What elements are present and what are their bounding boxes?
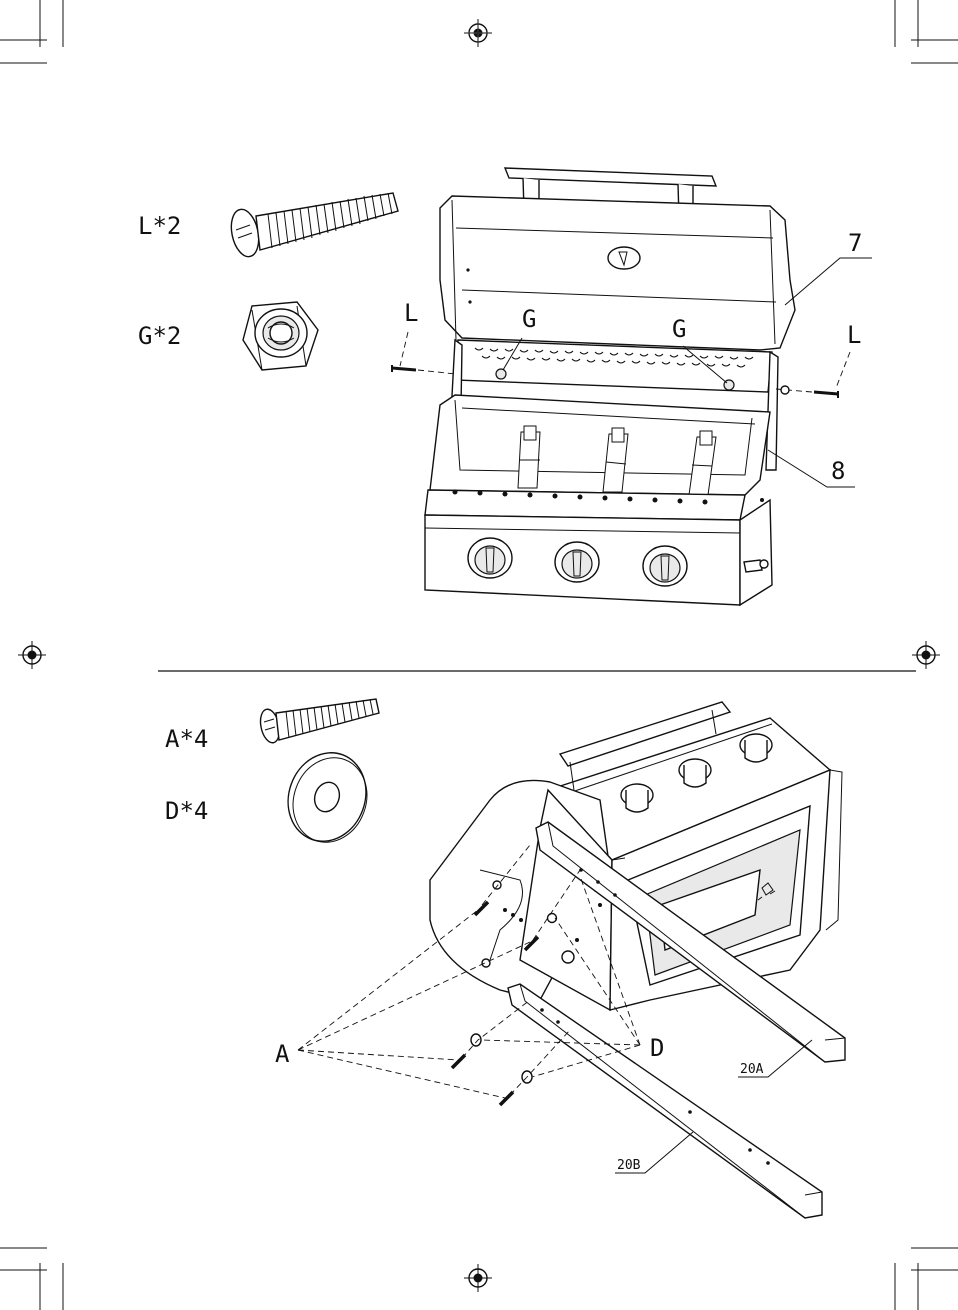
washer-D	[471, 1034, 532, 1083]
grill-head-inverted	[430, 702, 842, 1010]
callout-G-right: G	[672, 315, 686, 343]
lock-nut-icon	[243, 302, 318, 370]
bolt-L-left	[392, 365, 456, 374]
callout-G-left: G	[522, 305, 536, 333]
part-label-D: D*4	[165, 797, 208, 825]
registration-mark-bottom	[464, 1264, 492, 1292]
bolt-L-right	[776, 386, 838, 398]
part-label-L: L*2	[138, 212, 181, 240]
part-label-G: G*2	[138, 322, 181, 350]
control-knob-right	[643, 546, 687, 586]
registration-mark-top	[464, 19, 492, 47]
control-knob-left	[468, 538, 512, 578]
grill-head-open-lid	[425, 168, 795, 605]
callout-part-20B: 20B	[617, 1158, 641, 1173]
control-knob	[740, 734, 772, 762]
control-knob	[621, 784, 653, 812]
bolt-icon	[258, 699, 379, 744]
callout-part-7: 7	[848, 229, 862, 257]
callout-L-left: L	[404, 299, 418, 327]
callout-L-right: L	[847, 321, 861, 349]
registration-mark-left	[18, 641, 46, 669]
registration-mark-right	[912, 641, 940, 669]
washer-icon	[276, 742, 379, 853]
callout-A: A	[275, 1040, 290, 1068]
callout-D: D	[650, 1034, 664, 1062]
part-label-A: A*4	[165, 725, 208, 753]
control-knob-center	[555, 542, 599, 582]
callout-part-20A: 20A	[740, 1062, 764, 1077]
callout-part-8: 8	[831, 457, 845, 485]
control-knob	[679, 759, 711, 787]
bolt-icon	[227, 193, 398, 259]
